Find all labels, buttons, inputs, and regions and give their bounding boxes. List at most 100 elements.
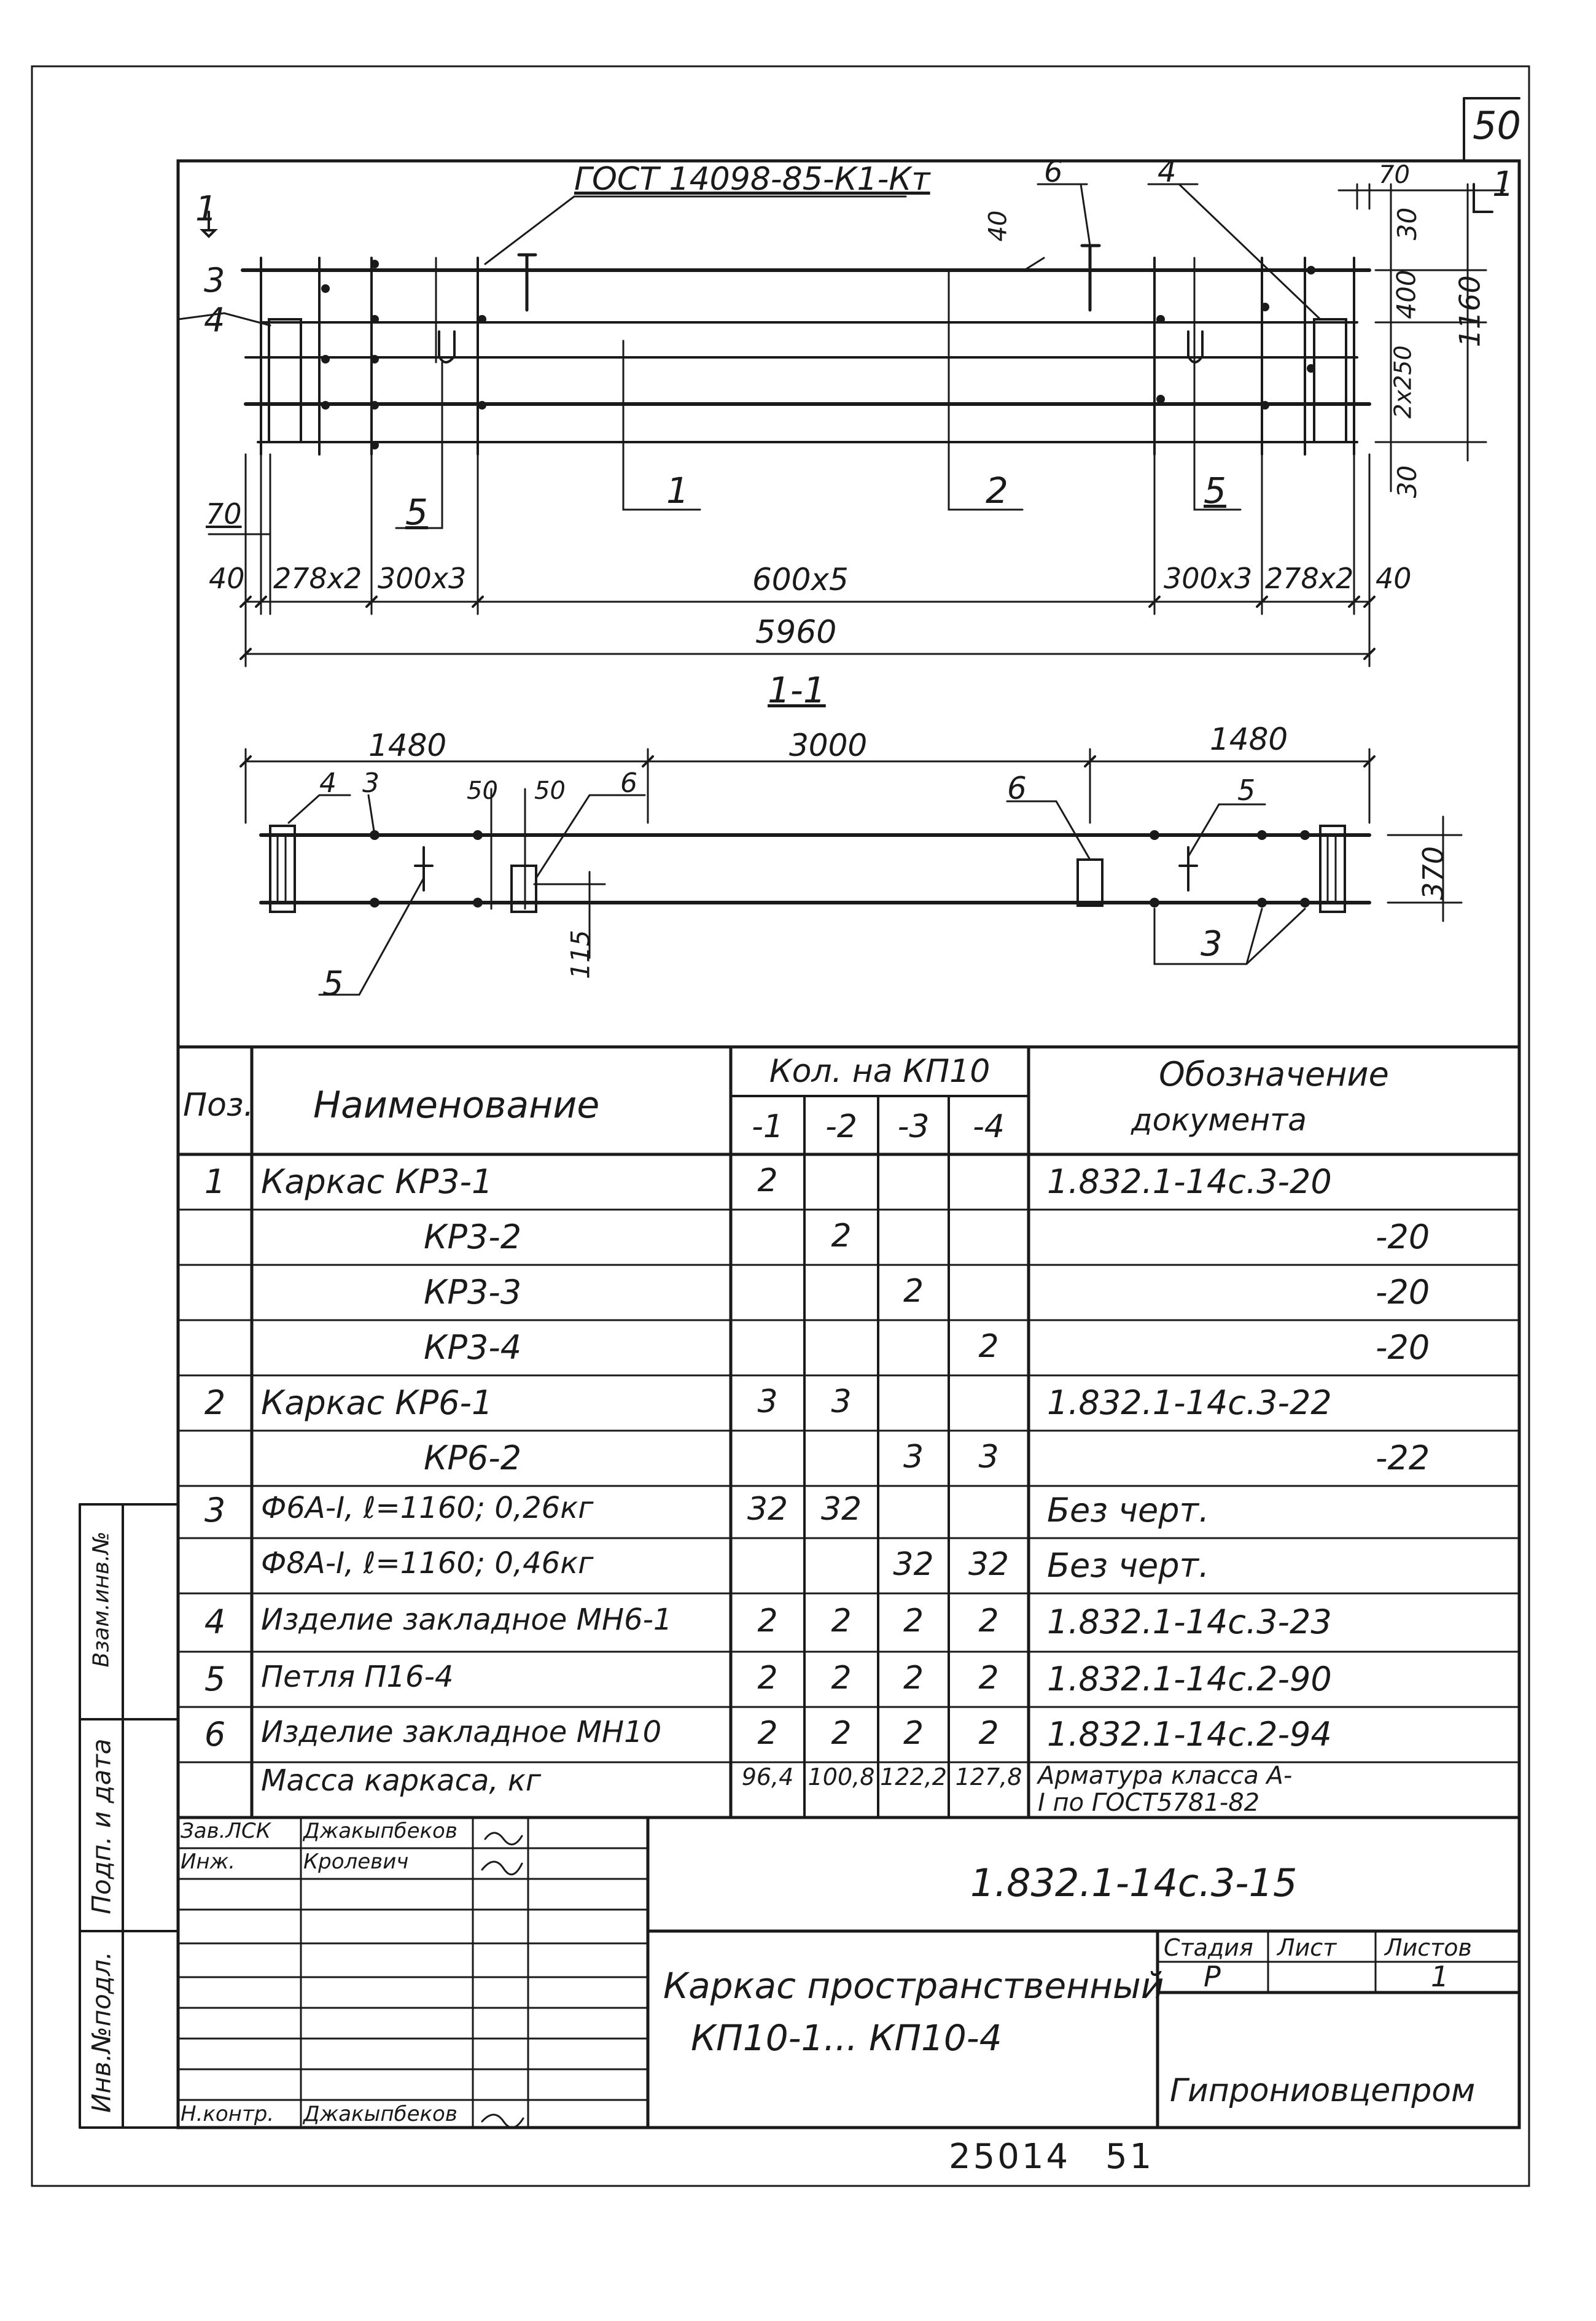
row-name: Изделие закладное МН6-1 [261, 1603, 672, 1637]
dim-label: 400 [1391, 270, 1422, 319]
row-qty-1: 2 [757, 1660, 778, 1697]
row-pos: 3 [204, 1491, 226, 1530]
row-qty-3: 2 [903, 1660, 924, 1697]
dim-label: 2х250 [1389, 345, 1417, 419]
callout-leader [484, 195, 907, 265]
sheet-number: 50 [1473, 103, 1521, 148]
row-pos: 6 [204, 1715, 226, 1754]
leader-pos5-left [395, 361, 443, 529]
embedded-item-left [517, 253, 537, 312]
row-name: Ф6А-I, ℓ=1160; 0,26кг [261, 1491, 594, 1525]
section-item-pos6-right [1076, 858, 1104, 907]
dim-total: 5960 [755, 614, 837, 651]
bottom-code: 25014 [949, 2137, 1071, 2177]
row-qty-1: 32 [747, 1491, 788, 1528]
row-name: Каркас КР3-1 [261, 1162, 493, 1201]
row-qty-3: 2 [903, 1715, 924, 1752]
row-qty-4: 3 [978, 1439, 999, 1475]
sign-role: Инж. [181, 1849, 236, 1874]
dim-label: 370 [1416, 846, 1450, 900]
row-qty-1: 2 [757, 1162, 778, 1199]
sheet-label: Лист [1277, 1934, 1337, 1961]
row-pos: 4 [204, 1603, 226, 1641]
row-doc: Арматура класса А-I по ГОСТ5781-82 [1038, 1762, 1293, 1817]
section-title: 1-1 [768, 669, 826, 711]
dim-label: 40 [984, 210, 1013, 242]
embedded-plate-left [268, 318, 302, 443]
pos-label: 5 [322, 964, 344, 1003]
header-qty-col: -4 [973, 1108, 1005, 1145]
lifting-loop-left [438, 330, 456, 364]
row-doc: 1.832.1-14с.3-20 [1047, 1162, 1332, 1201]
title-line2: КП10-1... КП10-4 [691, 2017, 1002, 2059]
row-doc: -22 [1376, 1439, 1430, 1477]
dim-label: 50 [534, 777, 566, 805]
row-qty-2: 3 [831, 1383, 852, 1420]
sign-role: Зав.ЛСК [181, 1819, 271, 1843]
pos-label: 5 [1204, 470, 1226, 511]
row-qty-2: 2 [831, 1603, 852, 1639]
row-qty-4: 2 [978, 1328, 999, 1365]
dim-label: 115 [565, 930, 596, 979]
row-qty-4: 2 [978, 1660, 999, 1697]
leader-pos2 [948, 269, 1024, 511]
row-qty-3: 122,2 [880, 1763, 947, 1790]
embedded-plate-right [1313, 318, 1347, 443]
side-stamp-replacement: Взам.инв.№ [88, 1531, 114, 1668]
row-name: Изделие закладное МН10 [261, 1715, 662, 1749]
gost-callout: ГОСТ 14098-85-К1-Кт [574, 161, 930, 198]
row-name: КР3-2 [424, 1218, 522, 1256]
dim-label: 1480 [368, 728, 447, 763]
pos-label: 6 [620, 768, 637, 799]
pos-label: 5 [405, 491, 428, 533]
row-qty-2: 2 [831, 1660, 852, 1697]
pos-label: 4 [204, 301, 225, 340]
row-qty-1: 2 [757, 1603, 778, 1639]
row-qty-3: 2 [903, 1273, 924, 1310]
dim-label: 300x3 [378, 562, 467, 595]
section-item-pos6-left [510, 865, 537, 913]
pos-label: 4 [1158, 155, 1177, 189]
side-stamp-grid [79, 1503, 179, 2129]
dim-label: 3000 [789, 728, 868, 763]
row-doc: -20 [1376, 1218, 1430, 1256]
bottom-page: 51 [1105, 2137, 1154, 2177]
title-line1: Каркас пространственный [663, 1965, 1164, 2007]
row-name: Ф8А-I, ℓ=1160; 0,46кг [261, 1546, 594, 1580]
row-name: КР6-2 [424, 1439, 522, 1477]
leader-pos4-right [1178, 183, 1322, 321]
row-name: Масса каркаса, кг [261, 1763, 542, 1798]
header-pos: Поз. [183, 1087, 254, 1124]
dim-label: 278x2 [1265, 562, 1354, 595]
sign-name: Джакыпбеков [303, 2102, 457, 2126]
embedded-item-right [1080, 244, 1101, 312]
row-qty-4: 127,8 [955, 1763, 1022, 1790]
sheet-frame [31, 65, 1530, 2187]
pos-label: 5 [1237, 774, 1256, 807]
side-stamp-inventory: Инв.№подл. [86, 1951, 117, 2113]
sheets-label: Листов [1385, 1934, 1472, 1961]
pos-label: 6 [1044, 155, 1063, 189]
signature-scribble [481, 2113, 524, 2129]
dim-label: 600x5 [752, 562, 849, 597]
section-mark-right-arrow [1473, 183, 1493, 213]
section-view [239, 748, 1463, 996]
row-pos: 1 [204, 1162, 226, 1201]
dim-label: 1160 [1453, 275, 1487, 348]
row-doc: 1.832.1-14с.2-90 [1047, 1660, 1332, 1698]
pos-label: 4 [319, 768, 337, 799]
row-qty-3: 2 [903, 1603, 924, 1639]
row-qty-1: 96,4 [741, 1763, 794, 1790]
section-mark-left: 1 [195, 189, 217, 229]
pos-label: 3 [204, 261, 225, 300]
leader-pos4-left [177, 312, 271, 327]
row-doc: -20 [1376, 1273, 1430, 1312]
row-name: КР3-3 [424, 1273, 522, 1312]
signature-scribble [484, 1832, 523, 1846]
section-mark-left-arrow [200, 211, 218, 238]
row-name: Петля П16-4 [261, 1660, 454, 1694]
row-qty-1: 3 [757, 1383, 778, 1420]
pos-label: 3 [362, 768, 380, 799]
header-doc-line1: Обозначение [1159, 1055, 1389, 1094]
